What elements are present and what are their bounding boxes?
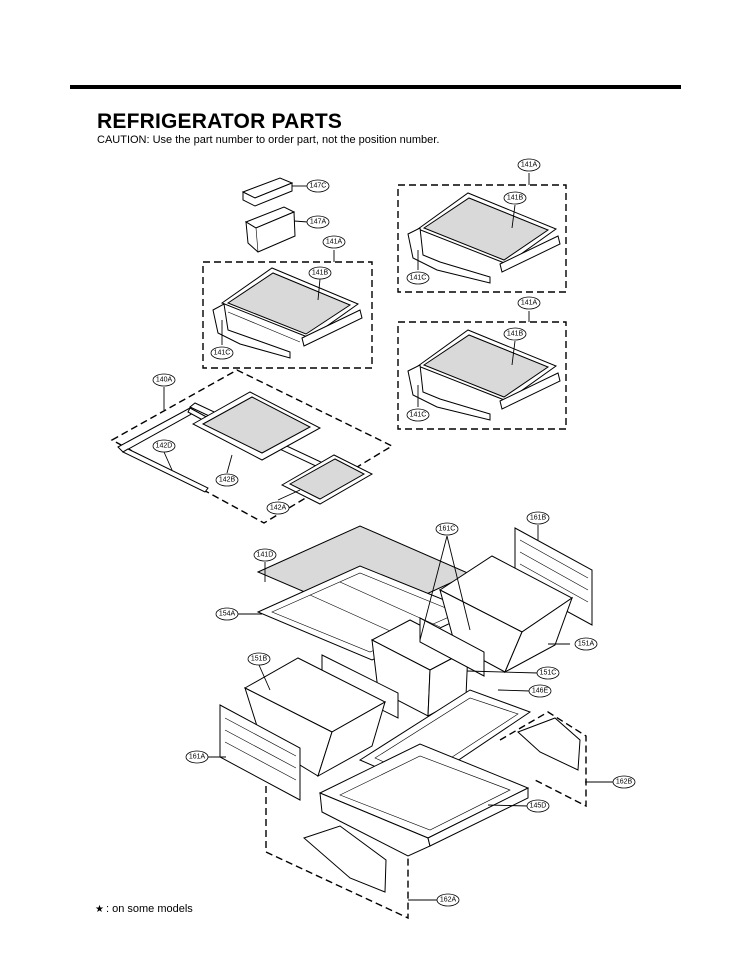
callout-162A: 162A	[436, 893, 460, 907]
callout-151A: 151A	[574, 637, 598, 651]
svg-text:141A: 141A	[326, 239, 343, 246]
slide-shelf-group-box	[110, 369, 394, 524]
shelf-141-right-top	[407, 192, 561, 284]
page-title: REFRIGERATOR PARTS	[97, 110, 343, 133]
svg-text:154A: 154A	[219, 611, 236, 618]
svg-text:141A: 141A	[521, 300, 538, 307]
svg-text:141D: 141D	[257, 552, 274, 559]
svg-text:147C: 147C	[310, 183, 327, 190]
callout-161C: 161C	[435, 522, 459, 536]
rail-162B	[517, 717, 581, 771]
callout-146E: 146E	[528, 684, 552, 698]
svg-text:161C: 161C	[439, 526, 456, 533]
shelf-141-left	[212, 267, 363, 359]
divider-161B	[514, 527, 593, 626]
svg-text:141C: 141C	[214, 350, 231, 357]
drawer-group-box-162A	[265, 786, 409, 920]
slide-shelf-assembly	[117, 391, 374, 505]
svg-text:141C: 141C	[410, 275, 427, 282]
callout-141B: 141B	[308, 266, 332, 280]
footnote: ★: on some models	[95, 903, 193, 915]
svg-text:151C: 151C	[540, 670, 557, 677]
shelf-group-box-left	[202, 261, 373, 369]
callout-147A: 147A	[306, 215, 330, 229]
rail-group-box-162B	[499, 711, 587, 808]
svg-text:140A: 140A	[156, 377, 173, 384]
shelf-group-box-right-top	[397, 184, 567, 293]
svg-text:141B: 141B	[507, 331, 524, 338]
callout-147C: 147C	[306, 179, 330, 193]
callout-142A: 142A	[266, 501, 290, 515]
svg-text:151A: 151A	[578, 641, 595, 648]
callout-141B: 141B	[503, 191, 527, 205]
svg-text:142A: 142A	[270, 505, 287, 512]
callout-141A: 141A	[517, 158, 541, 172]
callout-141C: 141C	[210, 346, 234, 360]
svg-text:162A: 162A	[440, 897, 457, 904]
callout-140A: 140A	[152, 373, 176, 387]
svg-text:161A: 161A	[189, 754, 206, 761]
callout-141D: 141D	[253, 548, 277, 562]
svg-text:151B: 151B	[251, 656, 268, 663]
svg-text:141B: 141B	[507, 195, 524, 202]
svg-text:142B: 142B	[219, 477, 236, 484]
callout-141C: 141C	[406, 271, 430, 285]
header-rule	[70, 85, 681, 89]
leader-lines	[163, 173, 614, 901]
bin-cover-147C	[241, 177, 294, 207]
svg-text:146E: 146E	[532, 688, 549, 695]
drawer-145D	[318, 743, 530, 857]
svg-text:161B: 161B	[530, 515, 547, 522]
callout-145D: 145D	[526, 799, 550, 813]
svg-text:162B: 162B	[616, 779, 633, 786]
rail-162A	[303, 825, 387, 893]
callout-161A: 161A	[185, 750, 209, 764]
svg-text:145D: 145D	[530, 803, 547, 810]
callout-141A: 141A	[517, 296, 541, 310]
callout-151C: 151C	[536, 666, 560, 680]
svg-text:147A: 147A	[310, 219, 327, 226]
callout-151B: 151B	[247, 652, 271, 666]
svg-text:141C: 141C	[410, 412, 427, 419]
star-icon: ★	[95, 904, 104, 915]
callout-141B: 141B	[503, 327, 527, 341]
callout-142B: 142B	[215, 473, 239, 487]
callout-162B: 162B	[612, 775, 636, 789]
callout-161B: 161B	[526, 511, 550, 525]
divider-161A	[219, 704, 301, 801]
callout-141C: 141C	[406, 408, 430, 422]
door-bin-147A	[244, 206, 296, 253]
callout-141A: 141A	[322, 235, 346, 249]
shelf-group-box-right-mid	[397, 321, 567, 430]
shelf-141-right-mid	[407, 329, 561, 421]
svg-text:141B: 141B	[312, 270, 329, 277]
footnote-text: : on some models	[105, 903, 193, 915]
caution-note: CAUTION: Use the part number to order pa…	[97, 134, 440, 146]
callout-154A: 154A	[215, 607, 239, 621]
callout-142D: 142D	[152, 439, 176, 453]
svg-text:142D: 142D	[156, 443, 173, 450]
crisper-151B	[243, 657, 387, 778]
svg-text:141A: 141A	[521, 162, 538, 169]
